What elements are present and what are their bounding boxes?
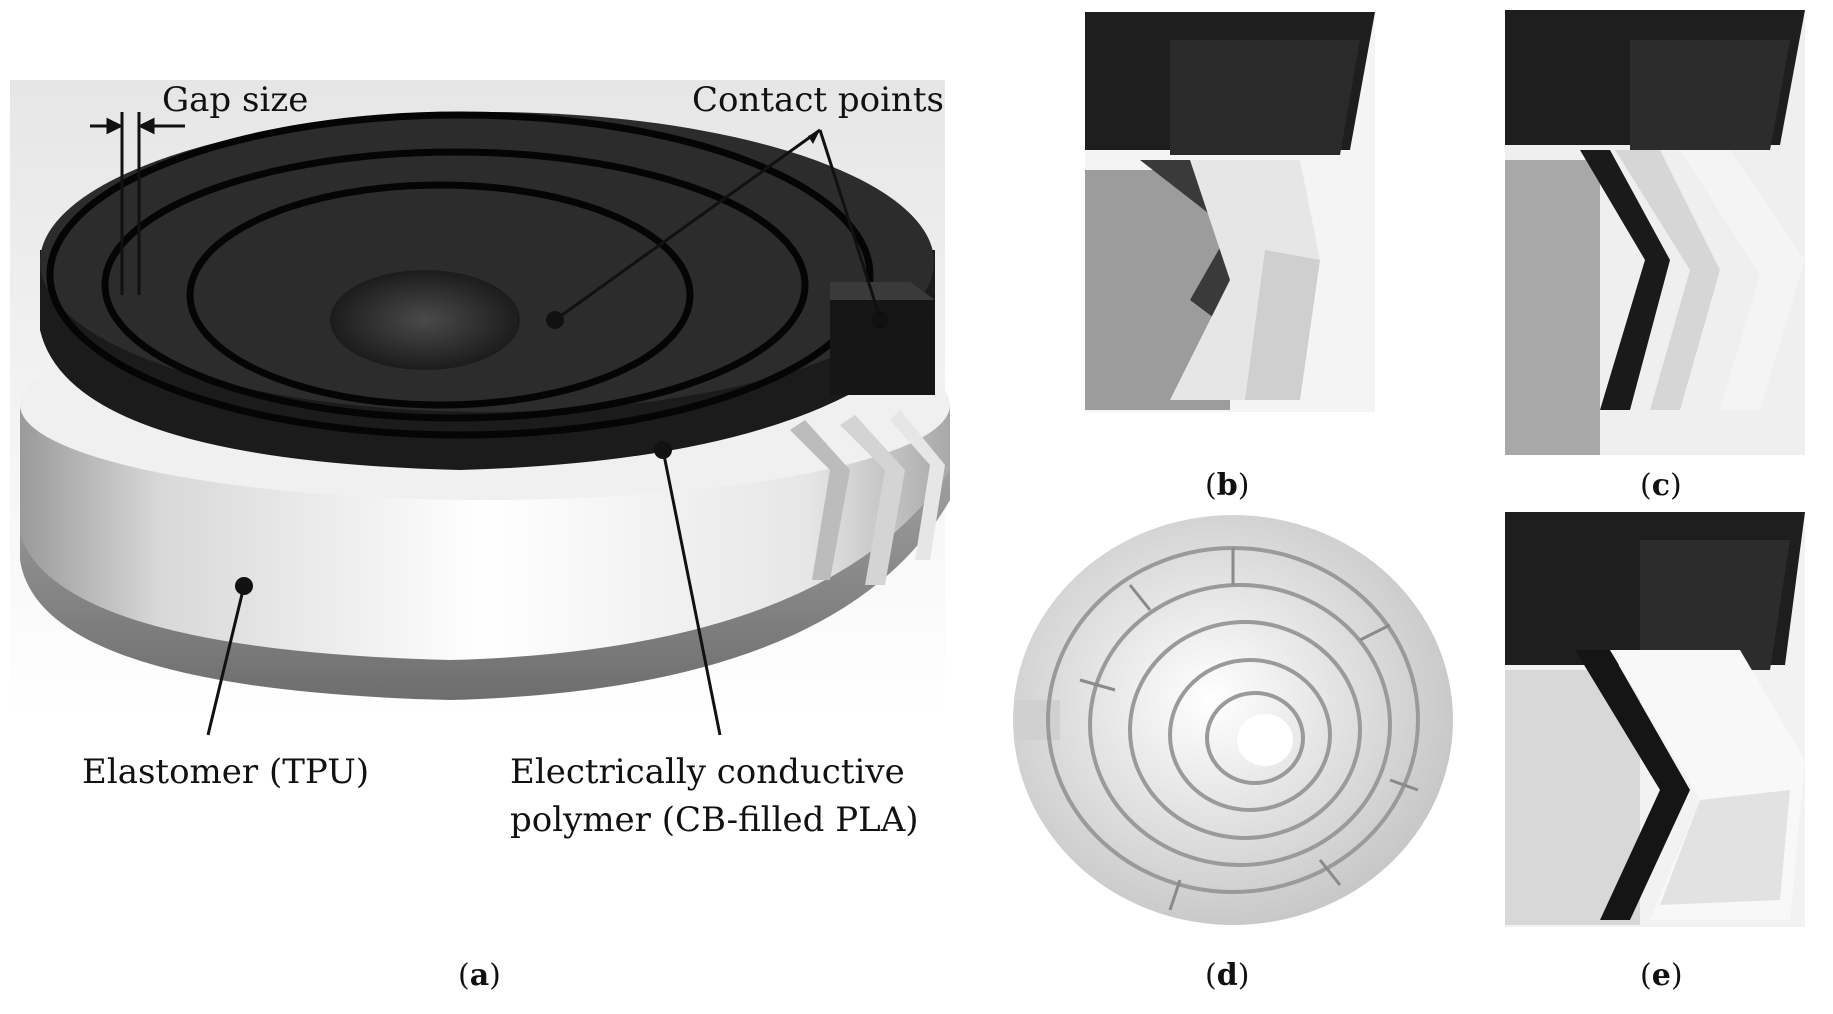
- conductive-label-line2: polymer (CB-filled PLA): [510, 800, 919, 840]
- caption-a: (a): [458, 958, 501, 993]
- caption-e: (e): [1640, 958, 1683, 993]
- panel-a: [10, 80, 950, 736]
- contact-point-end: [871, 311, 889, 329]
- gap-size-annotation: [90, 112, 185, 295]
- contact-point-center: [546, 311, 564, 329]
- elastomer-leader: [206, 585, 246, 736]
- contact-leader-2: [818, 129, 882, 319]
- caption-d: (d): [1205, 958, 1250, 993]
- panel-b: [1085, 12, 1375, 412]
- panel-c: [1505, 10, 1805, 455]
- caption-b: (b): [1205, 468, 1250, 503]
- elastomer-point: [235, 577, 253, 595]
- conductive-leader: [661, 449, 722, 736]
- caption-c: (c): [1640, 468, 1682, 503]
- gap-size-label: Gap size: [162, 80, 309, 120]
- chevron-contacts: [790, 410, 945, 585]
- elastomer-label: Elastomer (TPU): [82, 752, 370, 792]
- conductive-spiral: [40, 111, 935, 470]
- panel-d: [1013, 515, 1453, 925]
- contact-points-label: Contact points: [692, 80, 944, 120]
- panel-e: [1505, 512, 1805, 927]
- conductive-point: [654, 441, 672, 459]
- contact-leader-1: [554, 128, 821, 322]
- conductive-label-line1: Electrically conductive: [510, 752, 905, 792]
- leader-lines: [206, 128, 889, 736]
